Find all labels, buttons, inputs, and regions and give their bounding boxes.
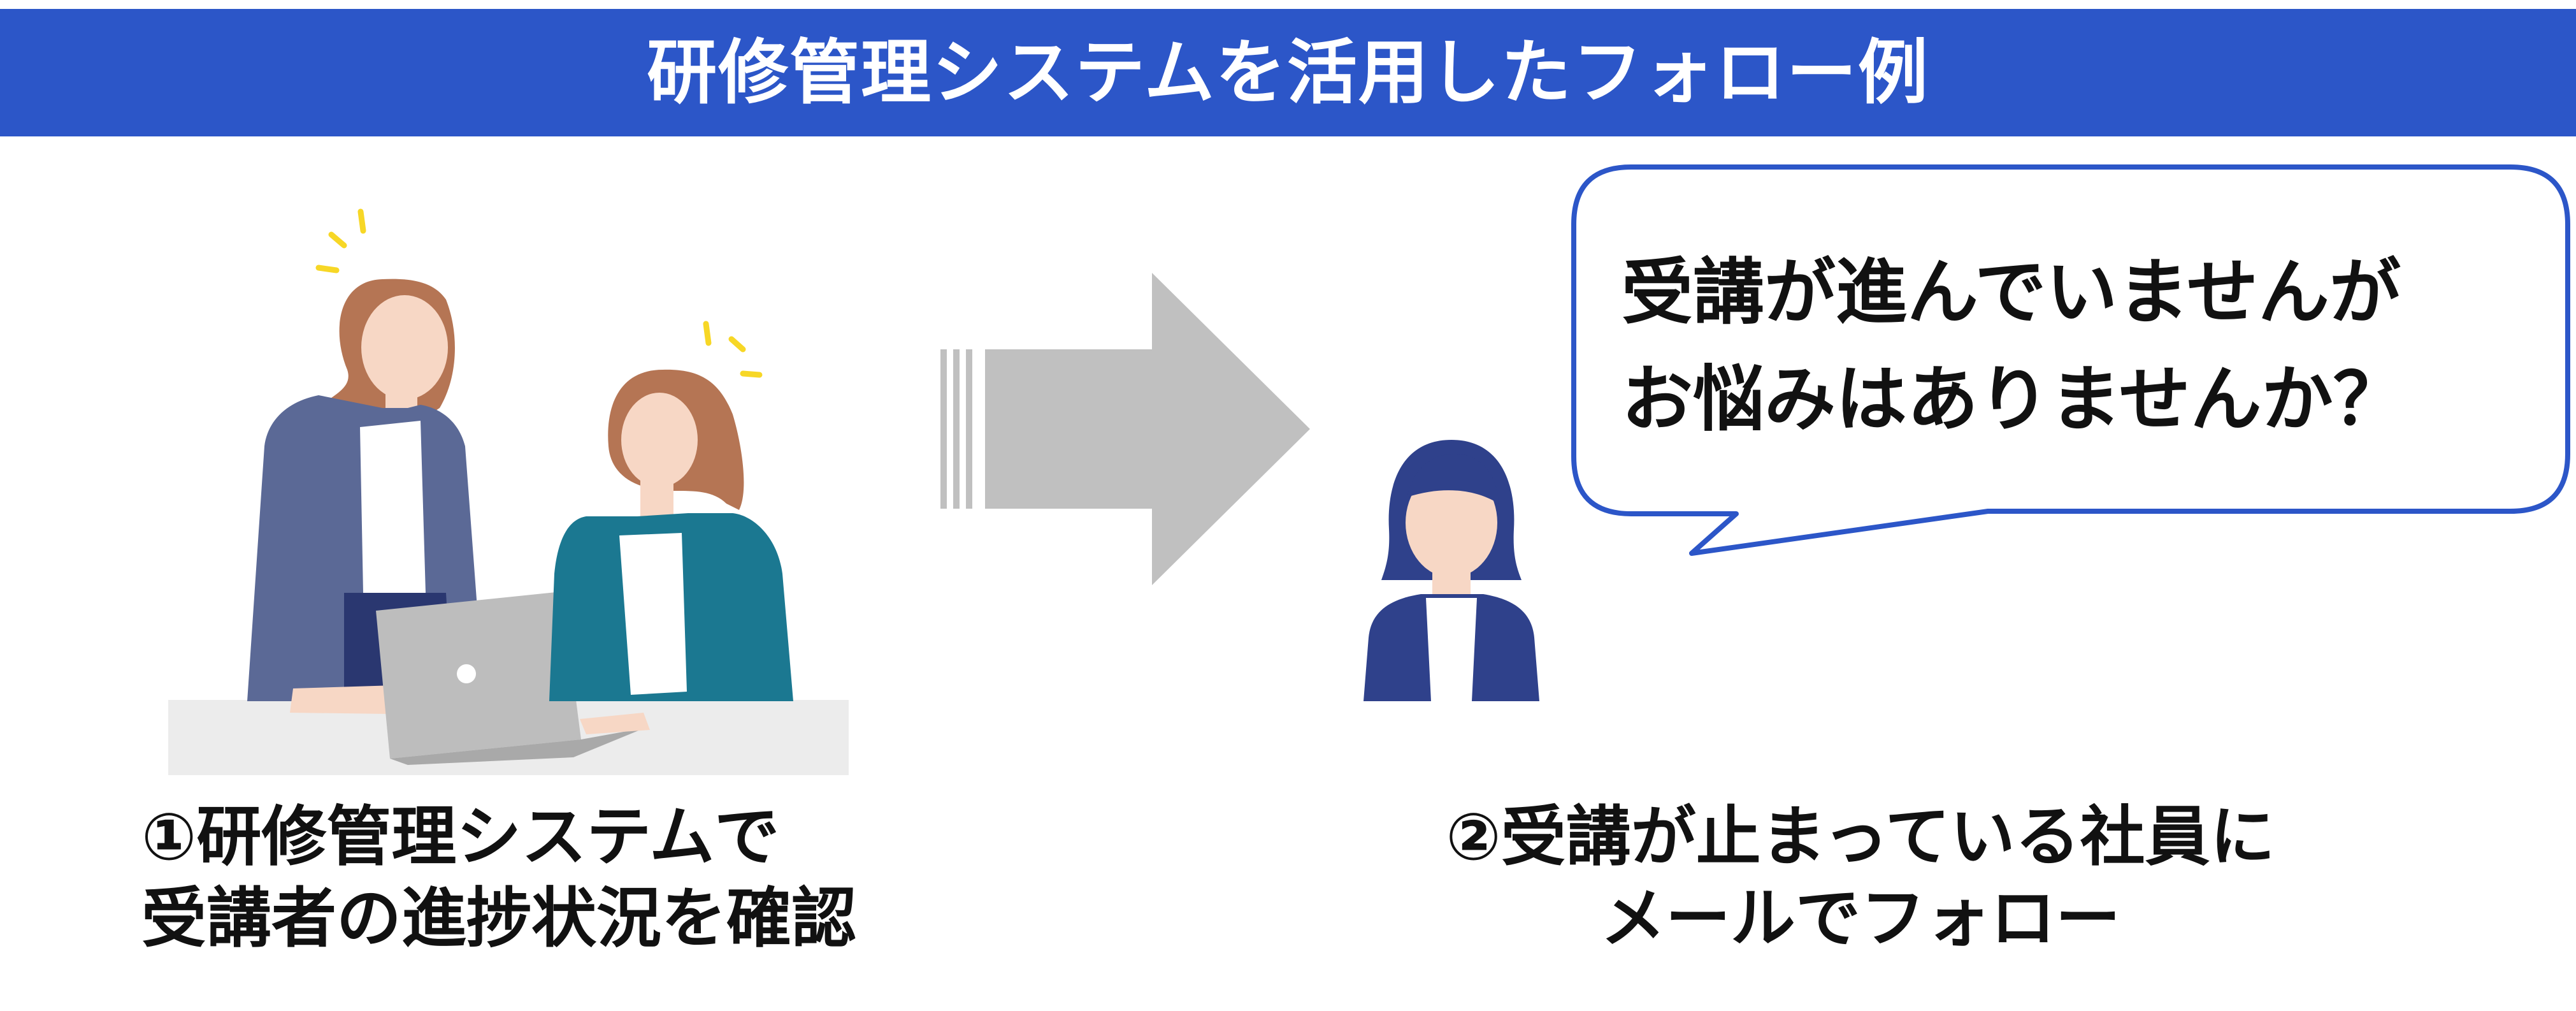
speech-bubble-text: 受講が進んでいませんが お悩みはありませんか？ bbox=[1622, 239, 2405, 453]
right-arrow-icon bbox=[940, 273, 1310, 585]
page-title: 研修管理システムを活用したフォロー例 bbox=[647, 32, 1929, 113]
step1-caption: ①研修管理システムで 受講者の進捗状況を確認 bbox=[141, 797, 856, 960]
step2-line-2: メールでフォロー bbox=[1601, 881, 2120, 957]
step2-line-1: ②受講が止まっている社員に bbox=[1446, 799, 2275, 875]
speech-bubble bbox=[1571, 164, 2570, 556]
laptop-icon bbox=[376, 592, 645, 765]
employee-avatar-illustration bbox=[1364, 440, 1539, 701]
seated-woman bbox=[549, 369, 793, 734]
step1-line-2: 受講者の進捗状況を確認 bbox=[141, 881, 856, 957]
title-banner: 研修管理システムを活用したフォロー例 bbox=[0, 9, 2576, 136]
step1-line-1: ①研修管理システムで bbox=[141, 799, 780, 875]
bubble-line-2: お悩みはありませんか？ bbox=[1622, 358, 2405, 441]
bubble-line-1: 受講が進んでいませんが bbox=[1622, 251, 2401, 334]
colleagues-at-laptop-illustration bbox=[168, 208, 849, 775]
step2-caption: ②受講が止まっている社員に メールでフォロー bbox=[1389, 797, 2332, 960]
spark-icon bbox=[315, 208, 763, 378]
